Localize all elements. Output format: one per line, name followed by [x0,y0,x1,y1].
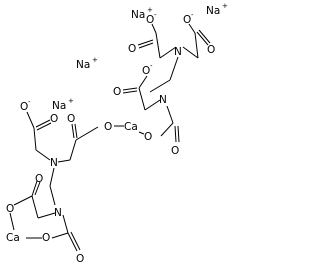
sodium-symbol: Na [76,59,90,71]
bond [75,126,99,141]
sodium-ion-1: Na + [131,6,153,21]
oxygen-atom: O [146,14,154,26]
bond [144,99,161,111]
bond [51,232,69,239]
sodium-ion-3: Na + [76,56,98,71]
bond [74,123,78,139]
lower-edta-unit: O - O O N N O O O O [6,98,99,265]
sodium-symbol: Na [52,100,66,112]
bond [67,232,78,252]
bond [122,90,138,94]
oxygen-atom: O [6,203,14,215]
bond [35,119,51,128]
bond [177,125,180,143]
bond [33,127,37,151]
bond [138,87,146,111]
bond [49,185,56,206]
oxygen-atom: O [144,131,152,143]
bond [166,105,174,124]
calcium-ion-upper: Ca O [104,121,145,135]
oxygen-atom: O [76,253,84,265]
bond [182,46,199,59]
bond [174,125,177,143]
bond [196,31,209,46]
oxygen-atom: O [104,121,112,133]
structure-canvas: Na + Na + Na + Na + O - O O - O N [6,2,228,265]
oxygen-atom: O [20,101,28,113]
bond [34,181,41,196]
nitrogen-atom: N [174,46,182,58]
chemical-structure-diagram: Na + Na + Na + Na + O - O O - O N [6,2,228,265]
oxide-charge: - [150,62,153,70]
bond [37,212,56,219]
oxygen-atom: O [42,232,50,244]
bond [151,23,157,34]
nitrogen-atom: N [159,94,167,106]
bond [36,122,52,131]
oxide-charge: - [191,11,194,19]
upper-edta-unit: O - O O - O N O - O N [113,11,215,157]
bond [70,231,81,251]
bond [31,180,38,197]
bond [13,195,33,206]
bond [198,29,211,44]
sodium-symbol: Na [206,5,220,17]
bond [122,87,138,91]
bond [138,75,148,89]
calcium-symbol: Ca [124,121,138,133]
bond [62,214,69,234]
oxygen-atom: O [113,86,121,98]
bond [71,123,75,139]
sodium-symbol: Na [131,9,145,21]
oxygen-atom: O [183,14,191,26]
bond [137,39,154,46]
calcium-ion-lower: Ca [6,212,42,244]
bond [169,56,179,81]
bond [160,122,174,137]
oxygen-atom: O [67,113,75,125]
calcium-symbol: Ca [6,232,20,244]
bond [26,111,35,129]
bond [9,212,15,231]
bond [155,32,161,59]
nitrogen-atom: N [54,207,62,219]
bond [138,131,145,135]
oxygen-atom: O [171,145,179,157]
bond [57,159,71,163]
oxide-charge: - [28,98,31,106]
sodium-charge: + [92,56,98,64]
bond [138,42,154,49]
sodium-charge: + [222,2,228,10]
oxide-charge: - [154,11,157,19]
bond [49,167,55,187]
bond [194,32,199,59]
oxygen-atom: O [207,44,215,56]
bond [35,149,51,161]
oxygen-atom: O [35,173,43,185]
bond [188,23,196,34]
sodium-charge: + [68,97,74,105]
bond [69,139,77,161]
bond [149,79,171,93]
bond [159,46,177,59]
sodium-charge: + [147,6,153,14]
oxygen-atom: O [50,113,58,125]
oxygen-atom: O [142,65,150,77]
oxygen-atom: O [128,43,136,55]
sodium-ion-2: Na + [206,2,228,17]
bond [31,195,39,219]
nitrogen-atom: N [50,157,58,169]
sodium-ion-4: Na + [52,97,74,112]
